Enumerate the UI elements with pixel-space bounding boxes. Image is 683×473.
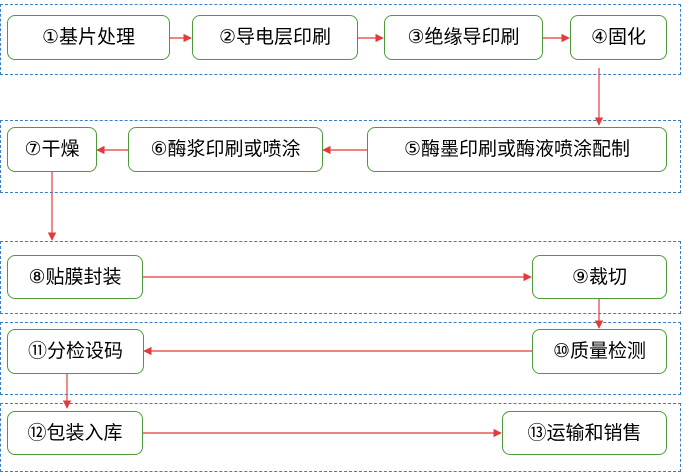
step-10-quality-inspection: ⑩质量检测 xyxy=(532,329,667,374)
step-3-insulation-printing: ③绝缘导印刷 xyxy=(384,15,543,60)
step-6-enzyme-paste-printing: ⑥酶浆印刷或喷涂 xyxy=(128,127,323,172)
step-7-drying: ⑦干燥 xyxy=(7,127,97,172)
step-11-sorting-coding: ⑪分检设码 xyxy=(7,329,144,374)
step-1-substrate-processing: ①基片处理 xyxy=(7,15,170,60)
step-12-packing-warehousing: ⑫包装入库 xyxy=(7,411,143,455)
step-4-curing: ④固化 xyxy=(570,15,667,60)
step-13-transport-sales: ⑬运输和销售 xyxy=(502,411,667,455)
step-9-cutting: ⑨裁切 xyxy=(532,255,667,299)
step-8-film-packaging: ⑧贴膜封装 xyxy=(7,255,143,299)
step-2-conductive-layer-printing: ②导电层印刷 xyxy=(192,15,358,60)
step-5-enzyme-ink-preparation: ⑤酶墨印刷或酶液喷涂配制 xyxy=(367,127,667,172)
